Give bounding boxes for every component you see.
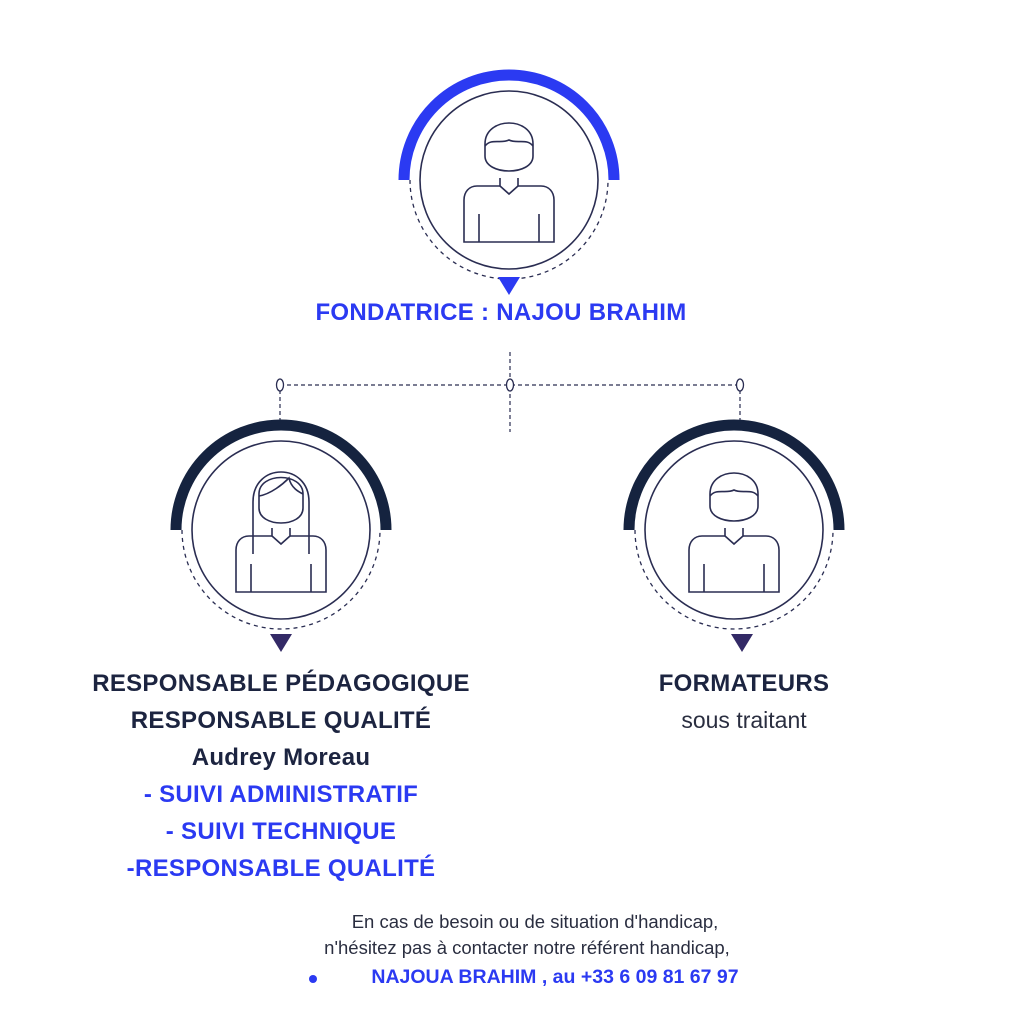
connector-lines: [279, 352, 741, 432]
male-person-icon: [463, 122, 555, 243]
avatar-ring: [419, 90, 599, 270]
connector-nodes: [275, 378, 745, 392]
left-line-2: RESPONSABLE QUALITÉ: [130, 707, 432, 734]
right-node-graphic: [623, 419, 845, 652]
left-line-1: RESPONSABLE PÉDAGOGIQUE: [92, 670, 470, 697]
footer-line-1: En cas de besoin ou de situation d'handi…: [351, 911, 719, 932]
footer-line-2: n'hésitez pas à contacter notre référent…: [324, 937, 730, 958]
founder-title: FONDATRICE : NAJOU BRAHIM: [315, 299, 687, 326]
top-node-graphic: [398, 69, 620, 295]
duty-2: - SUIVI TECHNIQUE: [165, 818, 397, 845]
female-person-icon: [235, 471, 327, 593]
duty-1: - SUIVI ADMINISTRATIF: [143, 781, 419, 808]
male-person-icon: [688, 472, 780, 593]
footer-contact: NAJOUA BRAHIM , au +33 6 09 81 67 97: [371, 966, 739, 988]
top-arc: [398, 69, 620, 181]
trainers-subtitle: sous traitant: [681, 707, 807, 733]
left-node-graphic: [170, 419, 392, 652]
bullet-icon: [309, 975, 317, 983]
person-name: Audrey Moreau: [191, 744, 371, 771]
duty-3: -RESPONSABLE QUALITÉ: [126, 855, 436, 882]
pointer-triangle: [498, 277, 520, 295]
trainers-title: FORMATEURS: [658, 670, 830, 697]
